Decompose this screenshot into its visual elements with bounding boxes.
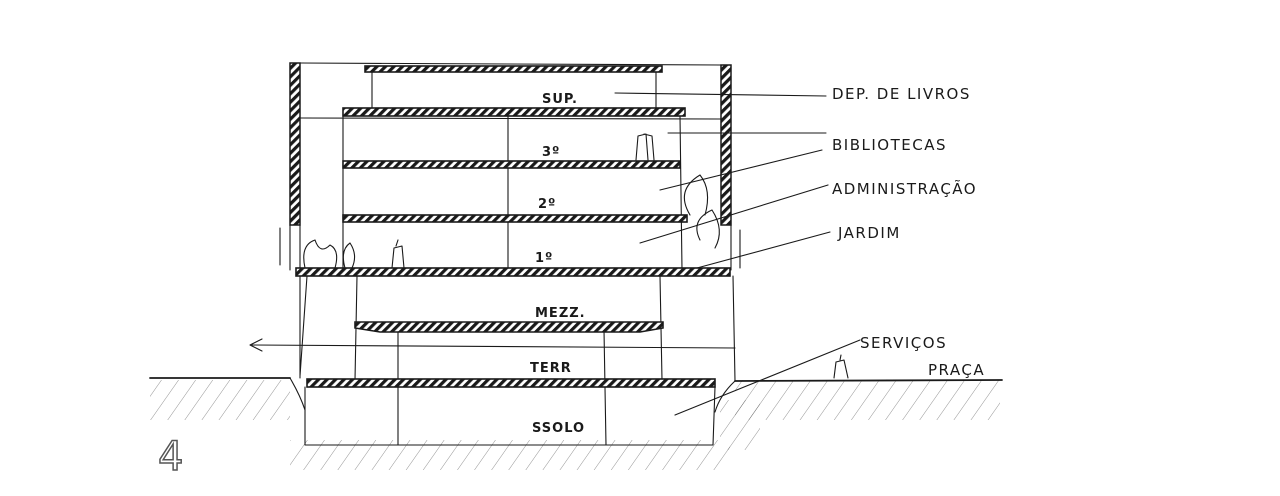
label-jardim: JARDIM [837,224,901,242]
left-wall [289,62,301,226]
floor-label-terr: TERR [530,361,572,376]
circulation-arrow [249,338,736,352]
label-dep-livros: DEP. DE LIVROS [832,85,971,103]
floor-label-mezz: MEZZ. [535,306,586,321]
label-praca: PRAÇA [928,361,985,379]
floor-slabs [295,65,731,388]
right-wall [720,64,732,226]
label-administracao: ADMINISTRAÇÃO [832,179,977,198]
floor-label-1: 1º [535,251,553,266]
ground-line [149,377,1003,382]
floor-label-ssolo: SSOLO [532,421,585,436]
label-bibliotecas: BIBLIOTECAS [832,136,947,154]
floor-label-3: 3º [542,145,560,160]
leader-lines [614,92,861,416]
figure-number: 4 [158,434,183,480]
floor-label-2: 2º [538,197,556,212]
people-and-plants [303,133,849,379]
label-servicos: SERVIÇOS [860,334,947,352]
floor-label-sup: SUP. [542,92,578,107]
